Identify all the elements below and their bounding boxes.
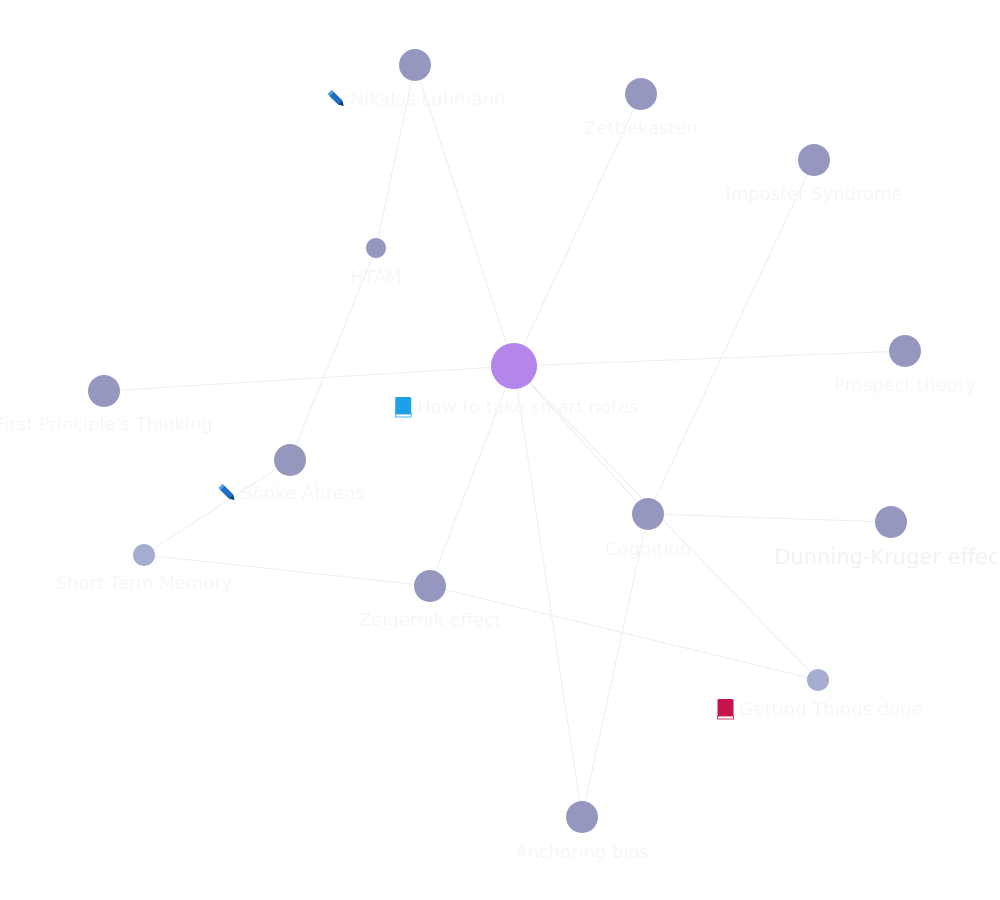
node-circle[interactable]: [414, 570, 446, 602]
node-label: How to take smart notes: [417, 397, 639, 418]
graph-edge-smart-firstp: [103, 365, 515, 392]
node-label: Zettlekasten: [584, 118, 698, 139]
graph-edge-zettel-smart: [513, 93, 642, 367]
graph-edge-smart-anchor: [513, 365, 583, 818]
node-circle[interactable]: [625, 78, 657, 110]
node-circle[interactable]: [133, 544, 155, 566]
graph-edge-smart-zeig: [429, 365, 515, 587]
graph-edge-cognition-dunning: [647, 513, 892, 523]
graph-node-dunning[interactable]: Dunning-Kruger effect: [774, 506, 1000, 569]
graph-edge-imposter-cognition: [647, 159, 815, 515]
book-icon: [717, 699, 734, 720]
graph-node-ahrens[interactable]: Sönke Ahrens: [218, 444, 365, 504]
node-circle[interactable]: [88, 375, 120, 407]
pencil-icon: [218, 483, 235, 501]
graph-node-firstp[interactable]: First Principle's Thinking: [0, 375, 213, 435]
graph-node-luhmann[interactable]: Nikalas Luhmann: [327, 49, 505, 110]
node-circle[interactable]: [399, 49, 431, 81]
graph-node-anchor[interactable]: Anchoring bias: [515, 801, 649, 863]
node-circle[interactable]: [875, 506, 907, 538]
node-label: Getting Things done: [740, 699, 923, 720]
graph-node-cognition[interactable]: Cognition: [605, 498, 691, 560]
graph-node-htam[interactable]: HTAM: [351, 238, 402, 288]
node-label: Dunning-Kruger effect: [774, 545, 1000, 569]
node-label: Short Term Memory: [56, 573, 233, 594]
node-label: Prospect theory: [834, 375, 976, 396]
pencil-icon: [327, 89, 344, 107]
graph-edge-smart-gtd: [513, 365, 819, 681]
node-circle[interactable]: [491, 343, 537, 389]
node-label: HTAM: [351, 267, 402, 288]
node-circle[interactable]: [798, 144, 830, 176]
book-icon: [394, 397, 412, 418]
graph-node-zettel[interactable]: Zettlekasten: [584, 78, 698, 139]
node-label: First Principle's Thinking: [0, 414, 213, 435]
graph-node-smart[interactable]: How to take smart notes: [394, 343, 639, 418]
graph-node-gtd[interactable]: Getting Things done: [717, 669, 923, 720]
node-label: Cognition: [605, 539, 691, 560]
graph-node-stm[interactable]: Short Term Memory: [56, 544, 233, 594]
node-circle[interactable]: [366, 238, 386, 258]
node-circle[interactable]: [889, 335, 921, 367]
node-circle[interactable]: [807, 669, 829, 691]
node-label: Nikalas Luhmann: [351, 89, 506, 110]
graph-edge-zeig-gtd: [429, 585, 819, 681]
node-circle[interactable]: [274, 444, 306, 476]
graph-edge-cognition-anchor: [581, 513, 649, 818]
graph-node-prospect[interactable]: Prospect theory: [834, 335, 976, 396]
graph-edge-luhmann-smart: [414, 64, 515, 367]
node-label: Sönke Ahrens: [241, 483, 364, 504]
graph-edge-smart-prospect: [513, 350, 906, 367]
node-circle[interactable]: [632, 498, 664, 530]
graph-edge-smart-cognition: [513, 365, 649, 515]
graph-edge-luhmann-htam: [375, 64, 416, 249]
graph-node-imposter[interactable]: Imposter Syndrome: [725, 144, 903, 205]
node-label: Imposter Syndrome: [725, 184, 902, 205]
graph-edge-htam-ahrens: [289, 247, 377, 461]
node-label: Anchoring bias: [515, 842, 649, 863]
graph-edges: [103, 64, 906, 818]
node-label: Zeigernik effect: [359, 610, 501, 631]
graph-node-zeig[interactable]: Zeigernik effect: [359, 570, 501, 631]
node-circle[interactable]: [566, 801, 598, 833]
graph-edge-ahrens-stm: [143, 459, 291, 556]
graph-edge-stm-zeig: [143, 554, 431, 587]
